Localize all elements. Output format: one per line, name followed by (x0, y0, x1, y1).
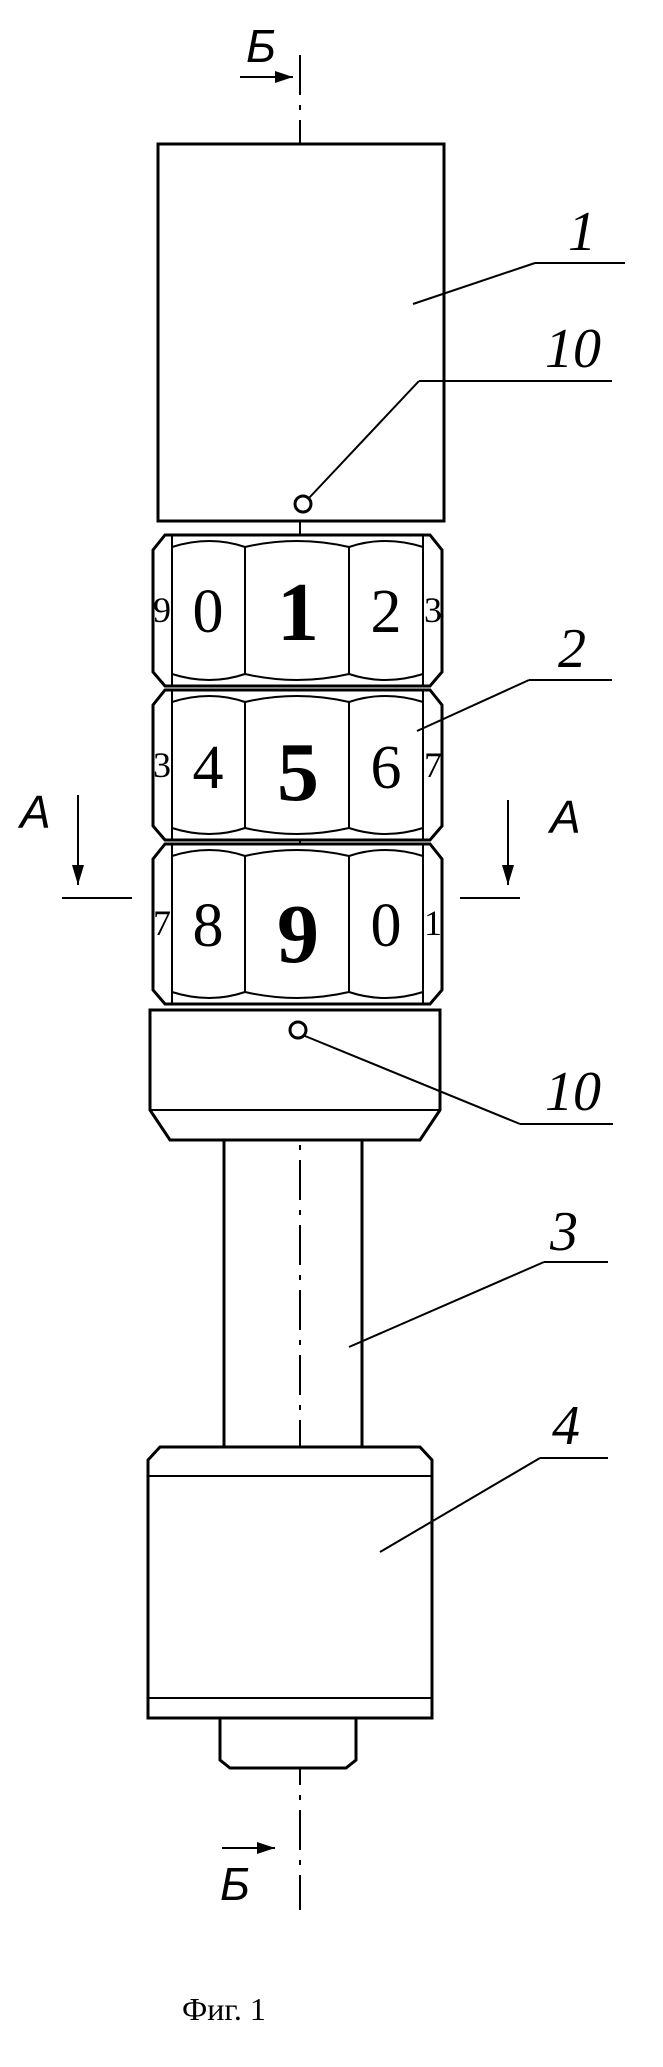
ring-1: 9 0 1 2 3 (153, 535, 442, 686)
ring-1-edge-left: 9 (153, 590, 171, 630)
ring-1-edge-right: 3 (424, 590, 442, 630)
label-point-10-top: 10 (545, 318, 601, 380)
point-10-bottom (290, 1022, 306, 1038)
ring-3-right-digit: 0 (371, 892, 402, 960)
ring-3-center-digit: 9 (277, 888, 319, 981)
label-part-2: 2 (558, 618, 586, 680)
point-10-top (295, 496, 311, 512)
section-b-top-label: Б (246, 20, 276, 72)
ring-3-left-digit: 8 (193, 892, 224, 960)
section-a-left-label: А (17, 786, 51, 838)
ring-1-left-digit: 0 (193, 578, 224, 646)
bottom-stub (220, 1718, 356, 1768)
ring-2-center-digit: 5 (277, 726, 319, 819)
ring-3: 7 8 9 0 1 (153, 844, 442, 1004)
ring-1-right-digit: 2 (371, 578, 402, 646)
ring-2-edge-right: 7 (424, 745, 442, 785)
ring-3-edge-right: 1 (424, 903, 442, 943)
section-b-bottom-label: Б (220, 1858, 250, 1910)
part-4-body (148, 1447, 432, 1718)
ring-1-center-digit: 1 (277, 566, 319, 659)
ring-3-edge-left: 7 (153, 903, 171, 943)
label-part-3: 3 (549, 1201, 578, 1263)
section-b-top: Б (240, 20, 293, 83)
ring-2-left-digit: 4 (193, 734, 224, 802)
label-part-1: 1 (568, 201, 596, 263)
part-1-body (158, 144, 444, 521)
ring-2-right-digit: 6 (371, 734, 402, 802)
label-point-10-bottom: 10 (545, 1061, 601, 1123)
section-b-bottom: Б (220, 1842, 275, 1910)
part-3-shaft (224, 1140, 362, 1447)
section-a-right: А (460, 791, 581, 898)
ring-2: 3 4 5 6 7 (153, 690, 442, 840)
section-a-right-label: А (547, 791, 581, 843)
ring-2-edge-left: 3 (153, 745, 171, 785)
figure-caption: Фиг. 1 (182, 1991, 266, 2027)
section-a-left: А (17, 786, 132, 898)
label-part-4: 4 (552, 1395, 580, 1457)
